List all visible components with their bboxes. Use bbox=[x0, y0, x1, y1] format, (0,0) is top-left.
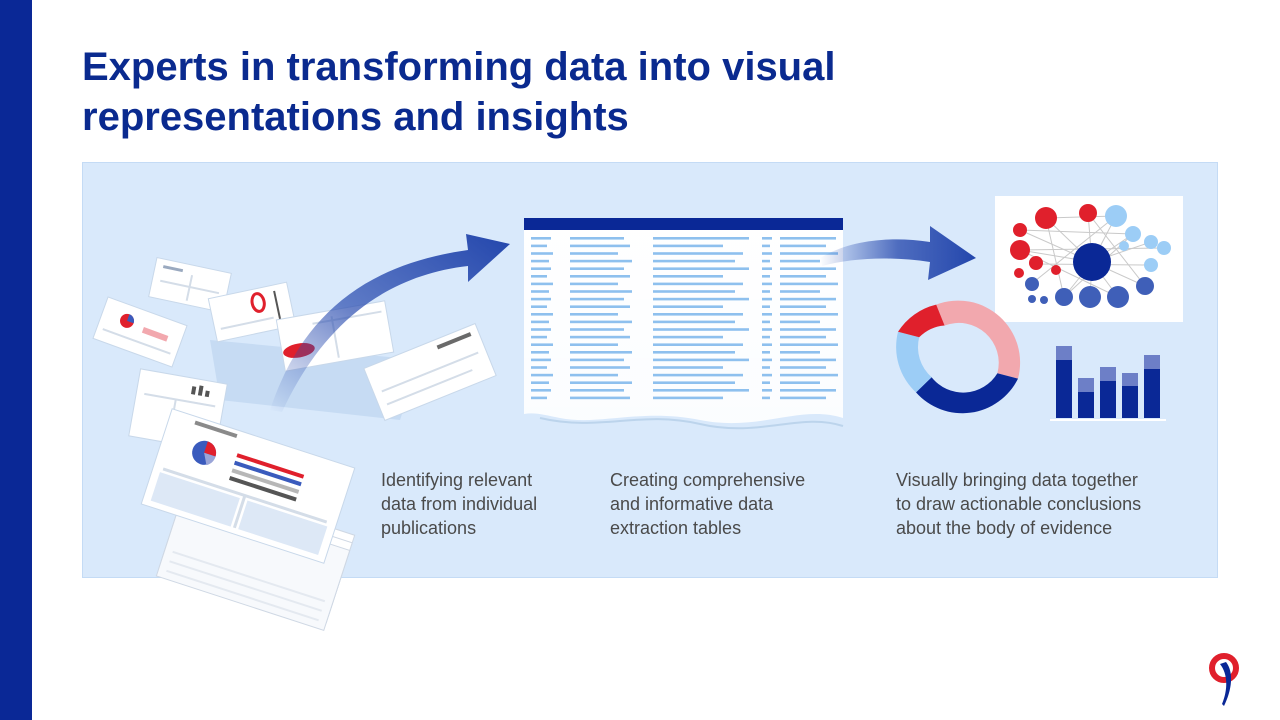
step-1-line-2: data from individual bbox=[381, 494, 538, 514]
donut-chart-icon bbox=[896, 300, 1021, 414]
step-1-line-1: Identifying relevant bbox=[381, 470, 533, 490]
step-3-caption: Visually bringing data together to draw … bbox=[896, 468, 1196, 540]
arrow-right-icon bbox=[270, 234, 510, 412]
step-2-line-1: Creating comprehensive bbox=[610, 470, 806, 490]
arrow-right-icon bbox=[820, 226, 976, 280]
step-3-line-1: Visually bringing data together bbox=[896, 470, 1138, 490]
network-chart-icon bbox=[995, 196, 1183, 322]
step-1-caption: Identifying relevant data from individua… bbox=[381, 468, 581, 540]
document-stack-icon bbox=[140, 408, 356, 631]
slide-title-line-2: representations and insights bbox=[82, 95, 629, 139]
step-2-line-2: and informative data bbox=[610, 494, 774, 514]
logo-icon bbox=[1209, 653, 1239, 706]
slide-title-line-1: Experts in transforming data into visual bbox=[82, 45, 836, 89]
data-table-icon bbox=[524, 218, 844, 430]
side-accent-bar bbox=[0, 0, 32, 720]
bar-chart-icon bbox=[1050, 346, 1166, 421]
step-3-line-2: to draw actionable conclusions bbox=[896, 494, 1142, 514]
slide-title: Experts in transforming data into visual… bbox=[82, 42, 982, 142]
step-2-caption: Creating comprehensive and informative d… bbox=[610, 468, 850, 540]
step-3-line-3: about the body of evidence bbox=[896, 518, 1113, 538]
step-1-line-3: publications bbox=[381, 518, 477, 538]
flying-pages-icon bbox=[92, 256, 497, 452]
step-2-line-3: extraction tables bbox=[610, 518, 742, 538]
